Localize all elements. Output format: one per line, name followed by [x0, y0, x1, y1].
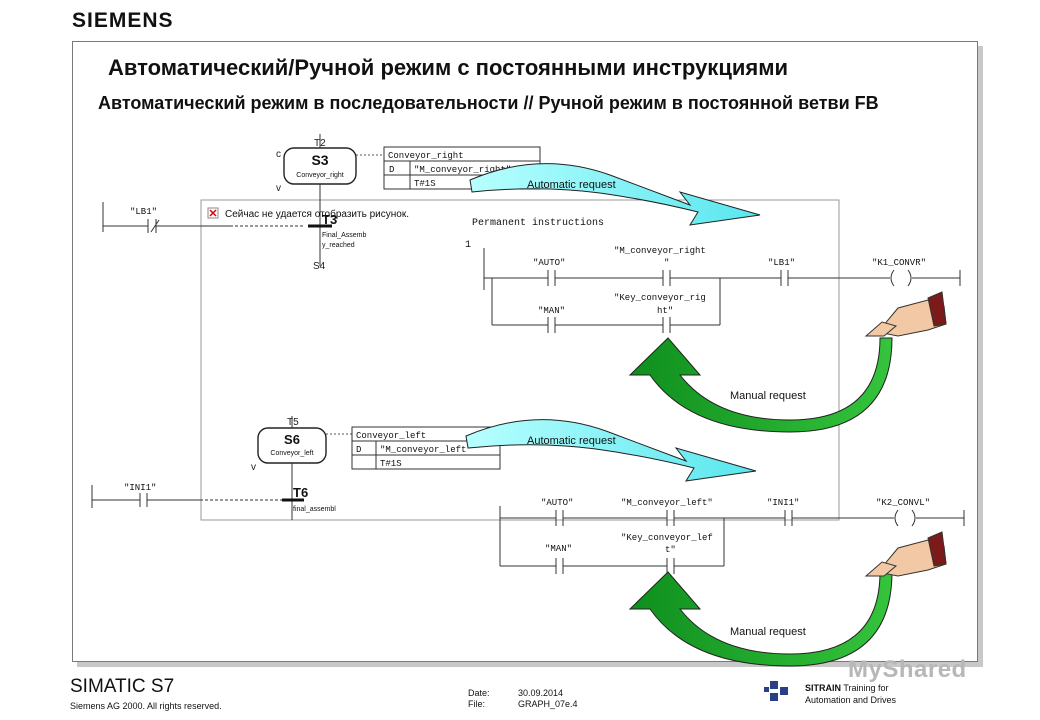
- slide-subtitle: Автоматический режим в последовательност…: [98, 93, 879, 113]
- file-value: GRAPH_07e.4: [518, 699, 578, 709]
- step-s3-v: v: [276, 183, 281, 194]
- rung-1: [483, 248, 961, 333]
- manual-request-bottom: Manual request: [730, 626, 806, 638]
- broken-image-message: Сейчас не удается отобразить рисунок.: [225, 208, 409, 220]
- r2-auto-label: "AUTO": [541, 498, 573, 508]
- siemens-logo: SIEMENS: [72, 9, 174, 32]
- action-top-qualifier: D: [389, 165, 394, 175]
- r2-coil-label: "K2_CONVL": [876, 498, 930, 508]
- next-step-s4: S4: [313, 261, 326, 272]
- bottom-transition-above: T5: [287, 417, 299, 428]
- pointing-hand-icon-top: [864, 291, 947, 337]
- r2-man-label: "MAN": [545, 544, 572, 554]
- permanent-label: Permanent instructions: [472, 217, 604, 229]
- r2-key-label-2: t": [665, 545, 676, 555]
- pointing-hand-icon-bottom: [864, 531, 947, 577]
- sitrain-training-2: Automation and Drives: [805, 695, 897, 705]
- action-bottom-operand: "M_conveyor_left": [380, 445, 472, 455]
- step-s3-name: Conveyor_right: [296, 172, 344, 179]
- action-top-operand: "M_conveyor_right": [414, 165, 511, 175]
- sitrain-block: SITRAIN Training for Automation and Driv…: [805, 682, 896, 706]
- r1-key-label-1: "Key_conveyor_rig: [614, 293, 706, 303]
- r1-lb1-label: "LB1": [768, 258, 795, 268]
- r2-ini1-label: "INI1": [767, 498, 799, 508]
- step-s6-v: v: [251, 462, 256, 473]
- footer-product: SIMATIC S7: [70, 676, 175, 697]
- slide-title: Автоматический/Ручной режим с постоянным…: [108, 55, 789, 80]
- manual-request-top: Manual request: [730, 390, 806, 402]
- r1-mconv-label-1: "M_conveyor_right: [614, 246, 706, 256]
- manual-arrow-top: [628, 337, 893, 433]
- r1-key-label-2: ht": [657, 306, 673, 316]
- step-s3-c: c: [276, 149, 281, 160]
- r1-mconv-label-2: ": [664, 258, 669, 268]
- r1-man-label: "MAN": [538, 306, 565, 316]
- action-bottom-name: Conveyor_left: [356, 431, 426, 441]
- action-top-time: T#1S: [414, 179, 436, 189]
- contact-lb1-top: "LB1": [130, 207, 157, 217]
- network-number: 1: [465, 240, 471, 251]
- r1-coil-label: "K1_CONVR": [872, 258, 926, 268]
- action-bottom-time: T#1S: [380, 459, 402, 469]
- footer-copyright: Siemens AG 2000. All rights reserved.: [70, 701, 222, 711]
- auto-request-top: Automatic request: [527, 179, 616, 191]
- transition-t3: T3: [322, 212, 337, 227]
- r2-key-label-1: "Key_conveyor_lef: [621, 533, 713, 543]
- r1-auto-label: "AUTO": [533, 258, 565, 268]
- auto-request-bottom: Automatic request: [527, 435, 616, 447]
- date-value: 30.09.2014: [518, 688, 564, 698]
- transition-t6: T6: [293, 485, 308, 500]
- file-label: File:: [468, 699, 486, 709]
- watermark: MyShared: [848, 656, 967, 683]
- sitrain-name: SITRAIN: [805, 683, 841, 693]
- step-s6-name: Conveyor_left: [270, 450, 313, 457]
- auto-arrow-bottom: [465, 419, 757, 482]
- action-bottom-qualifier: D: [356, 445, 361, 455]
- contact-ini1-left: "INI1": [124, 483, 156, 493]
- step-s3-label: S3: [311, 152, 328, 168]
- transition-t6-cond: final_assembl: [293, 506, 336, 513]
- sitrain-training-1: Training for: [843, 683, 889, 693]
- sitrain-logo-icon: [764, 681, 788, 701]
- auto-arrow-top: [469, 163, 761, 226]
- manual-arrow-bottom: [628, 571, 893, 667]
- transition-t3-cond2: y_reached: [322, 242, 355, 249]
- rung-2: [499, 506, 965, 574]
- action-top-name: Conveyor_right: [388, 151, 464, 161]
- transition-t3-cond: Final_Assemb: [322, 232, 366, 239]
- step-s6-label: S6: [284, 432, 300, 447]
- r2-mconv-label: "M_conveyor_left": [621, 498, 713, 508]
- date-label: Date:: [468, 688, 490, 698]
